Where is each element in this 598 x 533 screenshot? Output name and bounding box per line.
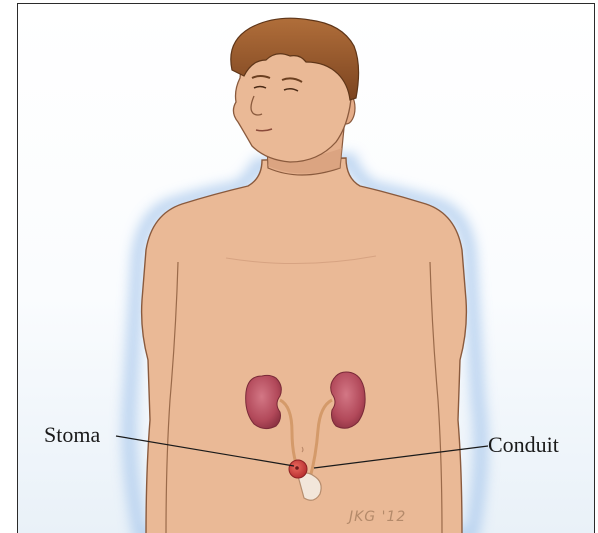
artist-signature: JKG '12 (349, 509, 406, 525)
stoma-label: Stoma (44, 424, 100, 446)
conduit-label: Conduit (488, 434, 559, 456)
right-kidney (331, 372, 365, 428)
left-kidney (246, 375, 282, 428)
stoma-opening (295, 466, 299, 470)
